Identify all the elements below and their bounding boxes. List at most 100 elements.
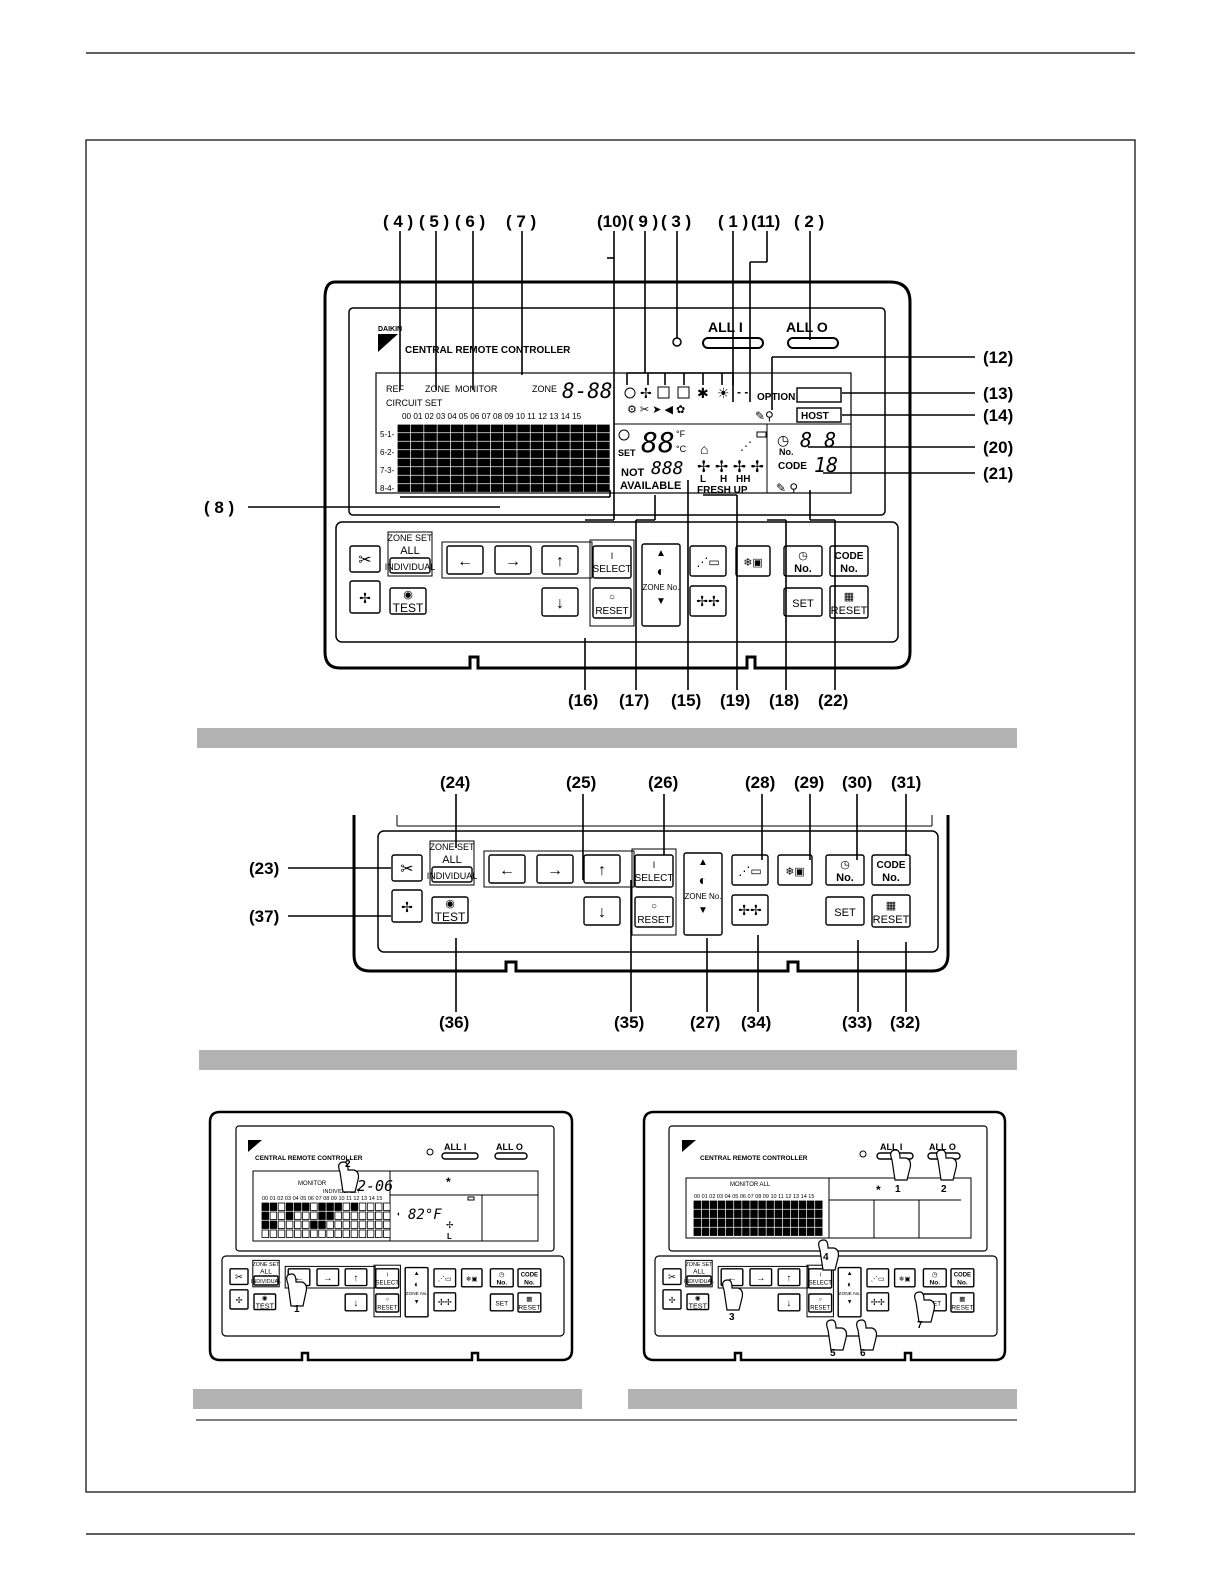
device-title: CENTRAL REMOTE CONTROLLER — [405, 345, 571, 356]
select-button[interactable] — [375, 1268, 400, 1289]
reset-button[interactable] — [808, 1293, 833, 1313]
reset-circle-icon: ○ — [609, 592, 615, 603]
operation-mode-button[interactable] — [893, 1268, 916, 1288]
fan-speed-button[interactable] — [731, 894, 769, 926]
filter-reset-button[interactable] — [950, 1292, 975, 1313]
mini-left-all-on-button[interactable] — [441, 1152, 479, 1160]
mini-grid-cell — [742, 1218, 750, 1227]
reset-button[interactable] — [375, 1293, 400, 1313]
filter-reset-button[interactable] — [517, 1292, 542, 1313]
down-arrow-button[interactable] — [344, 1293, 368, 1312]
test-button[interactable] — [431, 896, 469, 924]
right-arrow-button[interactable] — [316, 1268, 340, 1287]
zone-no-button[interactable] — [641, 543, 681, 627]
callout-7: ( 7 ) — [506, 212, 536, 231]
operation-mode-button[interactable] — [735, 545, 771, 577]
test-label: TEST — [256, 1301, 275, 1310]
select-button[interactable] — [634, 854, 674, 888]
fan-direction-button[interactable] — [349, 580, 381, 614]
fan-direction-button[interactable] — [229, 1289, 249, 1310]
fan-speed-button[interactable] — [866, 1292, 890, 1312]
mini-grid-cell — [285, 1202, 294, 1211]
reset-button[interactable] — [634, 896, 674, 928]
set-button[interactable] — [783, 587, 823, 617]
zone-set-label: ZONE SET — [686, 1262, 714, 1268]
zone-individual-button[interactable] — [389, 557, 431, 574]
test-button[interactable] — [686, 1293, 710, 1311]
code-no-button[interactable] — [871, 854, 911, 886]
code-no-button[interactable] — [829, 545, 869, 577]
filter-reset-button[interactable] — [871, 894, 911, 928]
select-reset-frame — [589, 539, 635, 627]
mini-grid-cell — [358, 1202, 367, 1211]
operation-mode-button[interactable] — [777, 854, 813, 886]
zone-no-button[interactable] — [837, 1266, 862, 1318]
set-button[interactable] — [489, 1293, 514, 1312]
fan-speed-button[interactable] — [689, 585, 727, 617]
right-arrow-button[interactable] — [494, 545, 532, 575]
right-arrow-button[interactable] — [749, 1268, 773, 1287]
mode-icon: ❄▣ — [785, 866, 805, 878]
airflow-direction-button[interactable] — [866, 1268, 890, 1288]
up-arrow-button[interactable] — [583, 854, 621, 884]
up-arrow-button[interactable] — [344, 1268, 368, 1287]
zone-individual-button[interactable] — [431, 866, 473, 883]
mini-grid-cell — [701, 1200, 710, 1209]
ventilation-mode-button[interactable] — [229, 1268, 249, 1286]
power-lamp — [672, 337, 682, 347]
airflow-direction-button[interactable] — [433, 1268, 457, 1288]
airflow-direction-button[interactable] — [689, 545, 727, 577]
all-off-button[interactable] — [787, 337, 839, 349]
callout-18: (18) — [769, 691, 799, 710]
lcd-unit-cell — [490, 484, 504, 492]
mini-grid-cell — [358, 1211, 367, 1220]
timer-no-button[interactable] — [783, 545, 823, 577]
mini-grid-cell — [366, 1220, 375, 1229]
fan-speed-button[interactable] — [433, 1292, 457, 1312]
timer-no-button[interactable] — [922, 1268, 947, 1288]
airflow-direction-button[interactable] — [731, 854, 769, 886]
mini-left-all-off-button[interactable] — [494, 1152, 528, 1160]
operation-mode-button[interactable] — [460, 1268, 483, 1288]
set-button[interactable] — [825, 896, 865, 926]
down-arrow-button[interactable] — [777, 1293, 801, 1312]
reset-button[interactable] — [592, 587, 632, 619]
down-arrow-button[interactable] — [541, 587, 579, 617]
zone-individual-button[interactable] — [686, 1275, 712, 1286]
fan-direction-button[interactable] — [391, 889, 423, 923]
fan-direction-button[interactable] — [662, 1289, 682, 1310]
mini-right-step-2: 2 — [941, 1184, 947, 1195]
lcd-unit-cell — [437, 450, 451, 458]
left-arrow-button[interactable] — [488, 854, 526, 884]
right-arrow-button[interactable] — [536, 854, 574, 884]
select-button[interactable] — [808, 1268, 833, 1289]
lcd-zone: ZONE — [425, 384, 450, 394]
ventilation-mode-button[interactable] — [662, 1268, 682, 1286]
select-button[interactable] — [592, 545, 632, 579]
zone-individual-button[interactable] — [253, 1275, 279, 1286]
right-arrow-icon: → — [323, 1273, 333, 1284]
timer-no-button[interactable] — [489, 1268, 514, 1288]
lcd-unit-cell — [464, 441, 477, 450]
test-button[interactable] — [389, 587, 427, 615]
code-no-button[interactable] — [517, 1268, 542, 1288]
lcd-unit-cell — [543, 441, 557, 450]
filter-reset-button[interactable] — [829, 585, 869, 619]
down-arrow-button[interactable] — [583, 896, 621, 926]
lcd-unit-cell — [437, 441, 451, 450]
zone-no-button[interactable] — [404, 1266, 429, 1318]
up-arrow-button[interactable] — [541, 545, 579, 575]
ventilation-mode-button[interactable] — [391, 854, 423, 882]
lcd-unit-cell — [543, 450, 557, 458]
test-button[interactable] — [253, 1293, 277, 1311]
vent-icon: ✂ — [400, 861, 413, 878]
ventilation-mode-button[interactable] — [349, 545, 381, 573]
lcd-unit-cell — [530, 467, 544, 475]
code-no-button[interactable] — [950, 1268, 975, 1288]
up-arrow-button[interactable] — [777, 1268, 801, 1287]
left-arrow-button[interactable] — [446, 545, 484, 575]
mini-left-grid — [261, 1202, 391, 1238]
mini-grid-cell — [374, 1202, 383, 1211]
zone-no-button[interactable] — [683, 852, 723, 936]
timer-no-button[interactable] — [825, 854, 865, 886]
